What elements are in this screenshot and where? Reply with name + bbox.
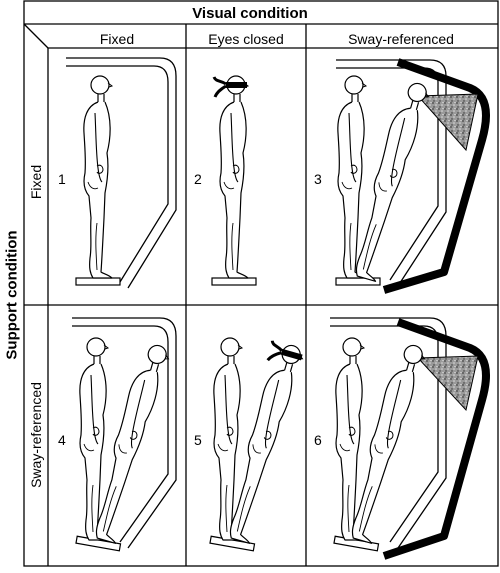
row-label-fixed: Fixed bbox=[28, 164, 44, 200]
panel-4-illustration bbox=[72, 317, 177, 552]
column-label-sway-referenced: Sway-referenced bbox=[348, 31, 454, 47]
panel-2-illustration bbox=[211, 75, 257, 286]
panel-number: 2 bbox=[194, 171, 202, 187]
panel-number: 4 bbox=[58, 432, 66, 448]
panel-number: 6 bbox=[314, 432, 322, 448]
panel-number: 3 bbox=[314, 171, 322, 187]
panel-number: 5 bbox=[194, 432, 202, 448]
support-condition-title: Support condition bbox=[3, 230, 21, 360]
column-label-fixed: Fixed bbox=[99, 31, 135, 47]
panel-5-illustration bbox=[209, 337, 306, 552]
table-frame bbox=[23, 0, 499, 567]
panel-3-illustration bbox=[335, 58, 490, 294]
panel-6-illustration bbox=[330, 317, 490, 560]
column-label-eyes-closed: Eyes closed bbox=[208, 31, 284, 47]
blindfold-icon bbox=[265, 339, 306, 371]
panel-number: 1 bbox=[58, 171, 66, 187]
panel-1-illustration bbox=[66, 57, 177, 289]
visual-condition-title: Visual condition bbox=[192, 5, 308, 22]
row-label-sway-referenced: Sway-referenced bbox=[28, 382, 44, 488]
